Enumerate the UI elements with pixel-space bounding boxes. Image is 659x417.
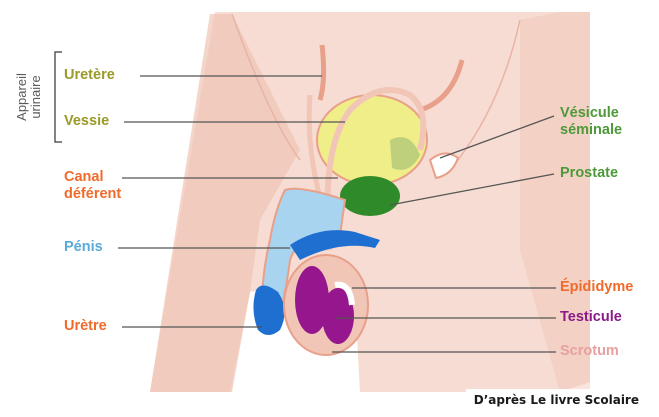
label-vessie: Vessie: [64, 113, 109, 130]
label-scrotum: Scrotum: [560, 343, 619, 360]
label-testicule: Testicule: [560, 309, 622, 326]
label-canal-line1: Canal: [64, 169, 121, 186]
source-credit: D’après Le livre Scolaire: [466, 389, 645, 410]
label-prostate: Prostate: [560, 165, 618, 182]
label-vesicule-line2: séminale: [560, 122, 622, 139]
label-vesicule-line1: Vésicule: [560, 105, 622, 122]
label-vesicule-seminale: Vésicule séminale: [560, 105, 622, 139]
label-canal-deferent: Canal déférent: [64, 169, 121, 203]
label-uretere: Uretère: [64, 67, 115, 84]
prostate-shape: [340, 176, 400, 216]
label-epididyme: Épididyme: [560, 279, 633, 296]
label-penis: Pénis: [64, 239, 103, 256]
label-urethre: Urètre: [64, 318, 107, 335]
label-canal-line2: déférent: [64, 186, 121, 203]
urinary-bracket: [55, 52, 62, 142]
urinary-system-label: Appareil urinaire: [6, 58, 52, 136]
urinary-label-line2: urinaire: [29, 73, 43, 121]
